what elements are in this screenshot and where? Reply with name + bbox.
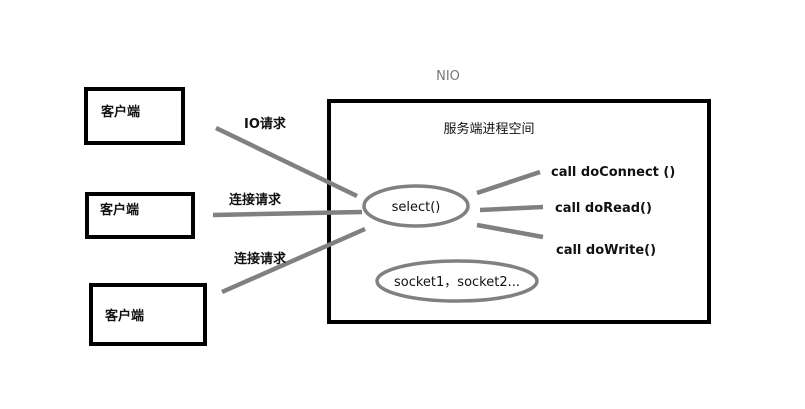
client-box-2 xyxy=(85,192,195,239)
client-box-1 xyxy=(84,87,185,145)
selector-label: select() xyxy=(392,200,441,215)
call-line-2 xyxy=(479,204,544,213)
client-label-3: 客户端 xyxy=(105,308,144,324)
call-label-read: call doRead() xyxy=(555,201,652,216)
diagram-title: NIO xyxy=(436,69,460,84)
request-label-2: 连接请求 xyxy=(229,192,282,208)
server-label: 服务端进程空间 xyxy=(443,121,534,137)
call-line-1 xyxy=(476,169,541,196)
client-box-3 xyxy=(89,283,207,346)
selector-ellipse xyxy=(362,184,470,228)
client-label-2: 客户端 xyxy=(100,202,139,218)
sockets-label: socket1，socket2... xyxy=(394,275,520,290)
request-label-1: IO请求 xyxy=(244,116,287,132)
request-line-1 xyxy=(215,125,358,199)
client-label-1: 客户端 xyxy=(101,104,140,120)
request-label-3: 连接请求 xyxy=(234,251,287,267)
request-line-3 xyxy=(221,226,366,295)
sockets-ellipse xyxy=(375,259,539,303)
call-label-connect: call doConnect () xyxy=(551,165,675,180)
call-line-3 xyxy=(476,222,544,240)
call-label-write: call doWrite() xyxy=(556,243,656,258)
request-line-2 xyxy=(212,209,363,218)
